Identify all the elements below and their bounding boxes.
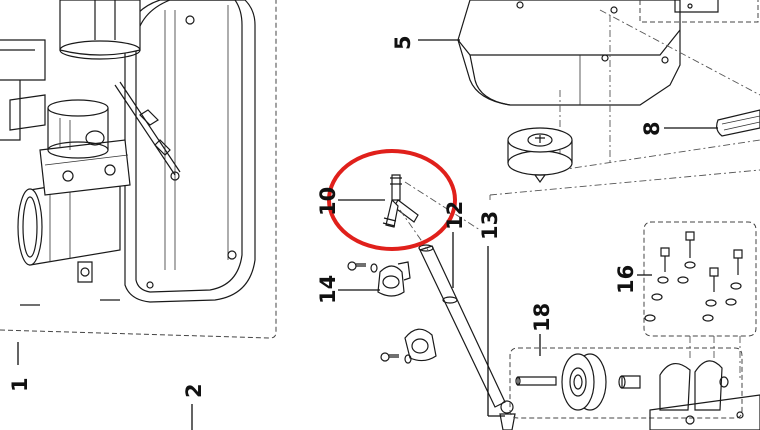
t-fitting <box>391 174 401 201</box>
drive-belt <box>716 109 760 137</box>
idler-pulley <box>507 127 573 184</box>
tube-assembly <box>382 174 516 430</box>
roller-assembly <box>509 347 760 430</box>
callout-10: 10 <box>316 187 340 216</box>
callout-8: 8 <box>640 121 664 136</box>
group-boundary-left <box>0 0 277 339</box>
long-tube <box>419 245 506 408</box>
motor-frame-assembly <box>0 0 277 339</box>
callout-12: 12 <box>443 201 467 230</box>
gearbox <box>39 139 131 196</box>
callout-5: 5 <box>391 35 415 50</box>
highlight-circle <box>327 149 457 251</box>
callout-2: 2 <box>182 383 206 398</box>
drive-pulley <box>47 99 109 117</box>
callout-18: 18 <box>530 303 554 332</box>
callout-labels: 1 2 5 8 10 12 13 14 16 18 <box>8 35 664 398</box>
motor-cover <box>457 0 760 200</box>
top-drum <box>59 0 141 56</box>
callout-14: 14 <box>316 275 340 304</box>
tube-clamp <box>380 328 437 364</box>
fastener-set <box>643 221 757 380</box>
leader-lines <box>17 39 718 430</box>
tube-clip <box>347 261 411 297</box>
callout-13: 13 <box>478 211 502 240</box>
callout-1: 1 <box>8 377 32 392</box>
bolt <box>684 231 696 269</box>
callout-16: 16 <box>614 265 638 294</box>
